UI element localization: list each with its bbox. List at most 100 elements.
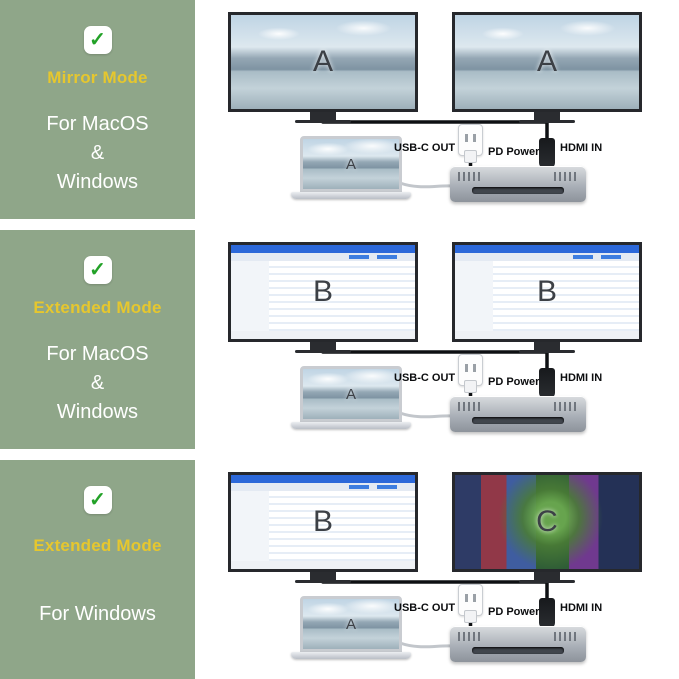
dock-vents [554,632,578,641]
os-line: For MacOS [46,343,149,365]
pd-power-label: PD Power [488,376,540,388]
screen-letter: A [345,155,356,173]
screen-letter: A [536,45,557,78]
dock-vents [458,402,482,411]
hdmi-plug [539,368,555,398]
monitor-left: A [228,12,418,123]
wall-outlet [458,354,483,393]
os-line: Windows [56,171,139,193]
dock-port-slot [472,187,564,194]
monitor-right-screen: A [452,12,642,112]
laptop-keyboard-deck [291,422,411,429]
laptop-screen: A [300,596,402,652]
os-line: For Windows [39,603,156,625]
monitor-base [519,350,575,353]
section-extended-mode-windows: ✓ Extended Mode For Windows B C [0,460,679,679]
monitor-stand [310,112,336,120]
monitor-left-screen: B [228,472,418,572]
power-plug [464,380,477,393]
outlet-slot [473,364,476,372]
hdmi-plug [539,598,555,628]
screen-letter: B [312,275,333,308]
monitor-stand [534,112,560,120]
os-support-text: For MacOS & Windows [0,340,195,427]
outlet-slot [473,134,476,142]
docking-station [450,626,586,662]
monitor-stand [310,572,336,580]
section-extended-mode-mac-win: ✓ Extended Mode For MacOS & Windows B B [0,230,679,449]
laptop-screen: A [300,136,402,192]
docking-station [450,166,586,202]
screen-letter: C [536,505,558,538]
monitor-right: A [452,12,642,123]
usb-c-cable [398,181,455,189]
docking-station [450,396,586,432]
monitor-stand [310,342,336,350]
hdmi-in-label: HDMI IN [560,142,603,154]
outlet-slot [473,594,476,602]
dock-vents [554,172,578,181]
section-mirror-mode: ✓ Mirror Mode For MacOS & Windows A A [0,0,679,219]
usb-c-out-label: USB-C OUT [394,372,456,384]
wall-outlet [458,124,483,163]
monitor-right-screen: B [452,242,642,342]
os-line: & [90,372,105,394]
check-icon: ✓ [83,256,112,284]
monitor-left: B [228,242,418,353]
pd-power-label: PD Power [488,146,540,158]
os-support-text: For MacOS & Windows [0,110,195,197]
power-plug [464,150,477,163]
dock-vents [458,632,482,641]
monitor-base [519,580,575,583]
usb-c-cable [398,411,455,419]
monitor-stand [534,572,560,580]
hdmi-in-label: HDMI IN [560,602,603,614]
screen-letter: B [312,505,333,538]
outlet-slot [465,594,468,602]
usb-c-out-label: USB-C OUT [394,142,456,154]
connection-diagram: B C A USB-C OUT [0,460,679,679]
screen-letter: A [345,615,356,633]
laptop: A [291,136,411,199]
outlet-slot [465,134,468,142]
monitor-right-screen: C [452,472,642,572]
laptop: A [291,596,411,659]
check-glyph: ✓ [89,259,106,281]
hdmi-in-label: HDMI IN [560,372,603,384]
usb-c-cable [398,641,455,649]
os-line: & [90,142,105,164]
monitor-left-screen: B [228,242,418,342]
connection-diagram: A A A USB-C OUT [0,0,679,219]
screen-letter: A [345,385,356,403]
mode-panel: ✓ Extended Mode For MacOS & Windows [0,230,195,449]
screen-letter: B [536,275,557,308]
monitor-right: C [452,472,642,583]
laptop-screen: A [300,366,402,422]
laptop-keyboard-deck [291,192,411,199]
hdmi-plug [539,138,555,168]
connection-diagram: B B A USB-C OUT [0,230,679,449]
monitor-base [519,120,575,123]
wall-outlet [458,584,483,623]
mode-panel: ✓ Mirror Mode For MacOS & Windows [0,0,195,219]
os-line: Windows [56,401,139,423]
outlet-slot [465,364,468,372]
mode-title: Mirror Mode [47,68,148,87]
dock-port-slot [472,647,564,654]
power-plug [464,610,477,623]
dock-port-slot [472,417,564,424]
monitor-right: B [452,242,642,353]
mode-panel: ✓ Extended Mode For Windows [0,460,195,679]
mode-title: Extended Mode [33,536,162,555]
check-glyph: ✓ [89,29,106,51]
os-support-text: For Windows [0,600,195,629]
dock-vents [554,402,578,411]
check-icon: ✓ [83,486,112,514]
dock-vents [458,172,482,181]
mode-title: Extended Mode [33,298,162,317]
os-line: For MacOS [46,113,149,135]
check-icon: ✓ [83,26,112,54]
monitor-base [295,120,351,123]
laptop: A [291,366,411,429]
pd-power-label: PD Power [488,606,540,618]
